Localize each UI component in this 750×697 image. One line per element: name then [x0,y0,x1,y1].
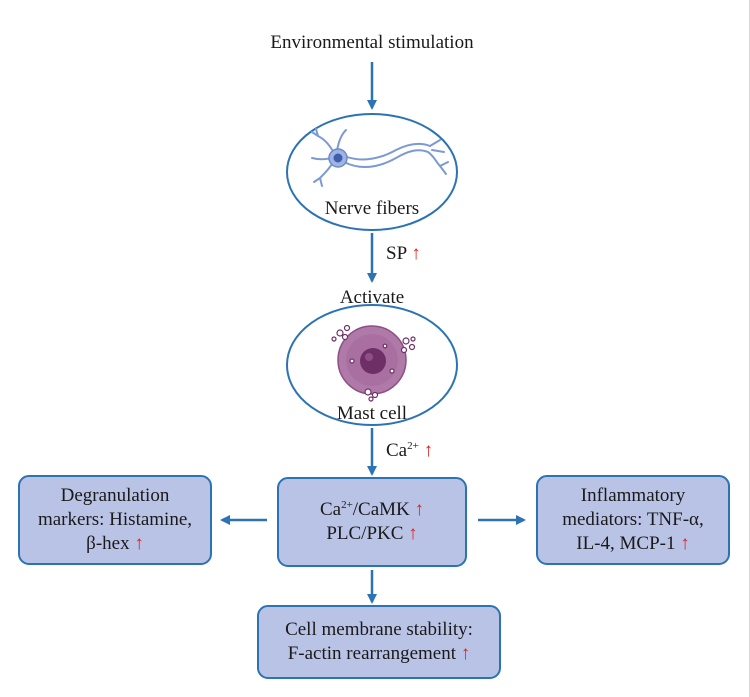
environmental-stimulation-label: Environmental stimulation [270,32,474,53]
inflammatory-line2: mediators: TNF-α, [562,509,704,530]
degranulation-line3: β-hex ↑ [86,532,144,556]
nerve-fibers-label: Nerve fibers [324,198,420,219]
camk-superscript: 2+ [341,499,353,511]
degranulation-markers-box: Degranulation markers: Histamine, β-hex … [18,475,212,565]
camk-text: /CaMK [352,499,410,520]
f-actin-up-arrow-icon: ↑ [460,643,471,664]
membrane-stability-line1: Cell membrane stability: [285,619,473,640]
plc-pkc-up-arrow-icon: ↑ [408,523,418,544]
inflammatory-line1: Inflammatory [580,485,686,506]
il4-mcp1-text: IL-4, MCP-1 [576,533,676,554]
inflammatory-line3: IL-4, MCP-1 ↑ [576,532,689,556]
camk-ca-text: Ca [319,499,342,520]
beta-hex-up-arrow-icon: ↑ [134,533,144,554]
cell-membrane-stability-box: Cell membrane stability: F-actin rearran… [257,605,501,679]
calcium-superscript: 2+ [407,440,419,452]
inflammatory-mediators-box: Inflammatory mediators: TNF-α, IL-4, MCP… [536,475,730,565]
f-actin-text: F-actin rearrangement [287,643,457,664]
il4-mcp1-up-arrow-icon: ↑ [680,533,690,554]
plc-pkc-text: PLC/PKC [326,523,404,544]
sp-text: SP [386,243,407,264]
calcium-up-arrow-icon: ↑ [423,440,434,461]
degranulation-line2: markers: Histamine, [37,509,193,530]
camk-up-arrow-icon: ↑ [414,499,425,520]
activate-label: Activate [339,287,405,308]
beta-hex-text: β-hex [86,533,130,554]
membrane-stability-line2: F-actin rearrangement ↑ [288,642,471,666]
plc-pkc-line: PLC/PKC ↑ [326,522,417,546]
camk-line: Ca2+/CaMK ↑ [320,498,424,522]
mast-cell-icon [331,324,416,402]
degranulation-line1: Degranulation [60,485,170,506]
mast-cell-label: Mast cell [336,403,408,424]
nerve-fibers-ellipse [286,113,458,231]
center-signaling-box: Ca2+/CaMK ↑ PLC/PKC ↑ [277,477,467,567]
calcium-label: Ca2+ ↑ [386,440,433,462]
sp-label: SP ↑ [386,243,421,265]
sp-up-arrow-icon: ↑ [411,243,421,264]
calcium-text: Ca [386,440,408,461]
